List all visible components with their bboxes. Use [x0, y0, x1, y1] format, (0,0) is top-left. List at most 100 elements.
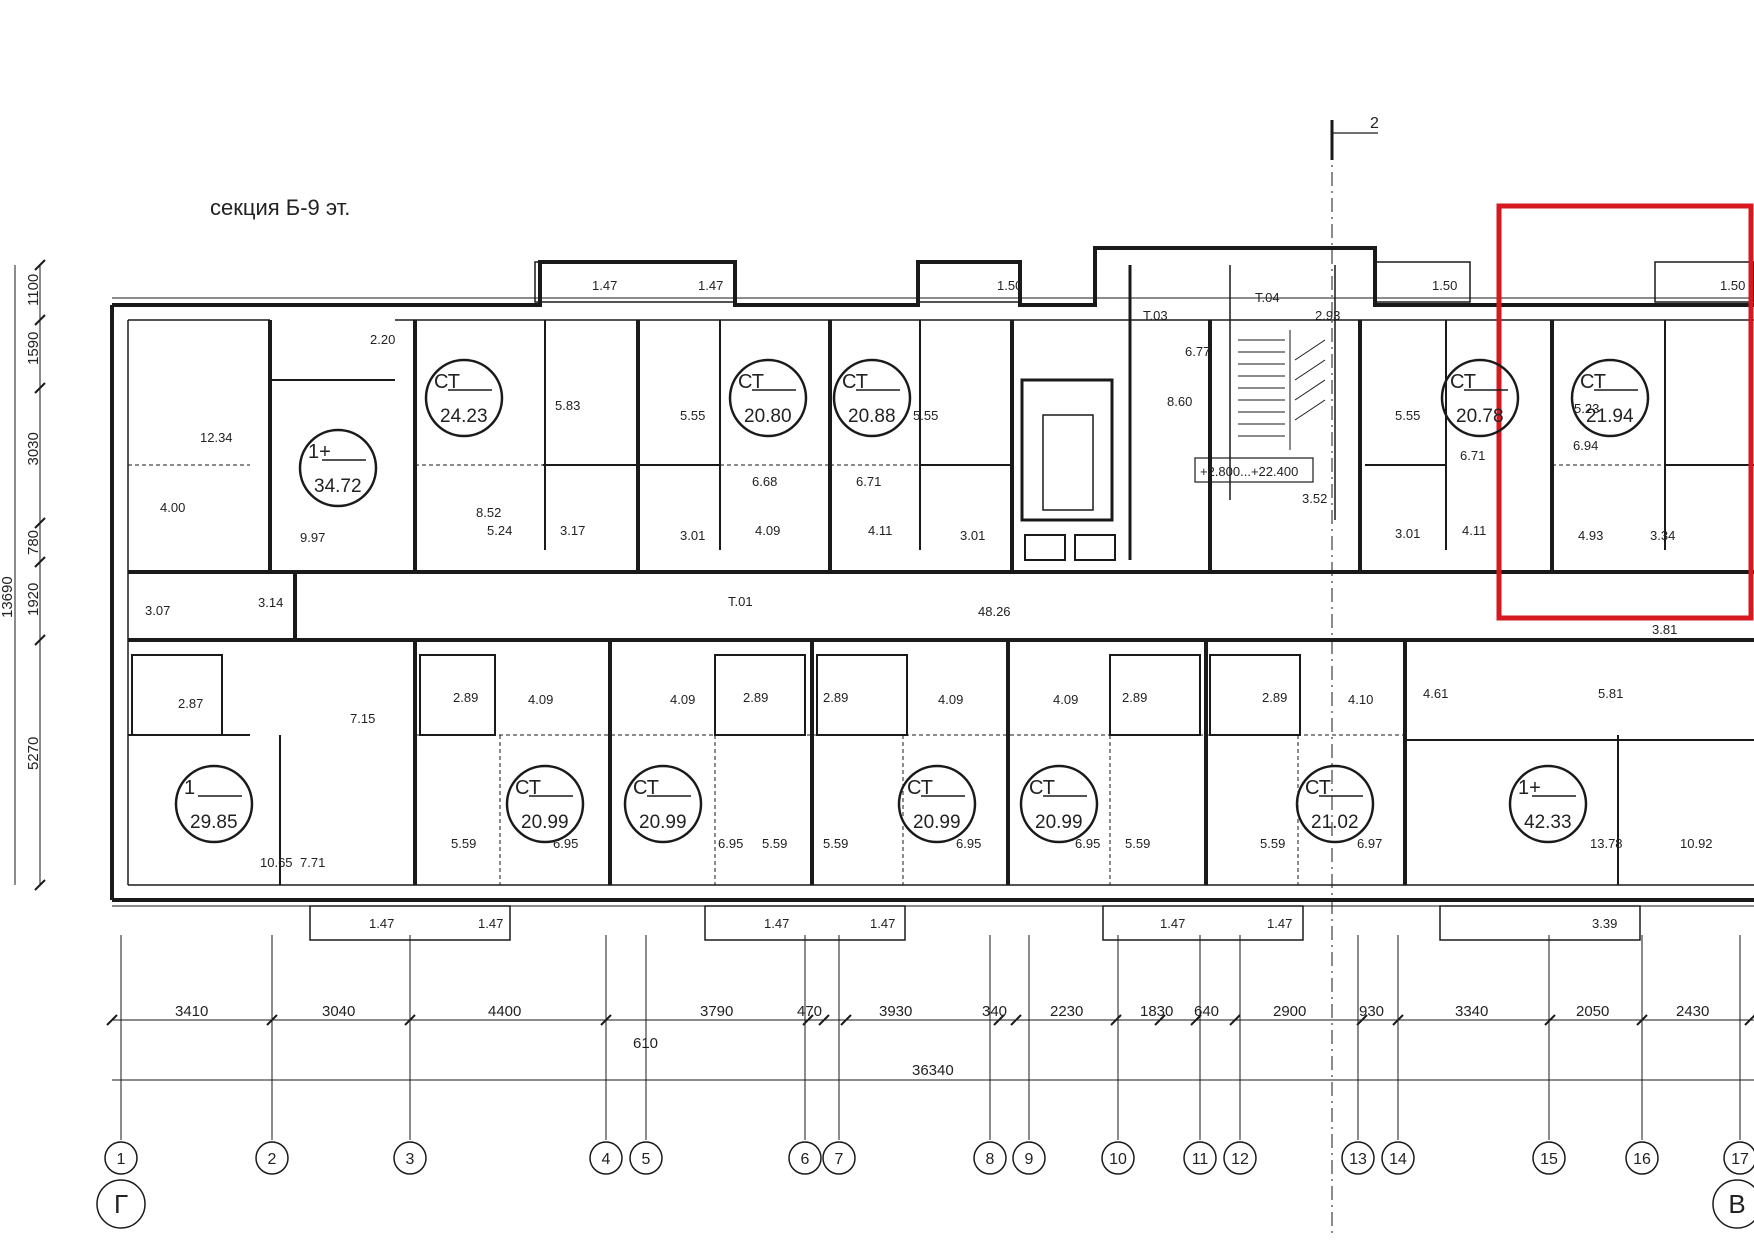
apartment-circle: [728, 358, 808, 438]
common-labels: Т.01 48.26 Т.03 6.77 8.60 Т.04 2.93 3.52…: [728, 290, 1340, 619]
axis-label: 13: [1349, 1151, 1367, 1168]
corridor-walls: [128, 570, 1754, 642]
apartment-circle: [505, 764, 585, 844]
apartment-area: 34.72: [314, 476, 362, 497]
axis-label: 2: [268, 1151, 277, 1168]
apartment-area: 20.99: [913, 812, 961, 833]
axis-marker: 3: [393, 935, 427, 1175]
room-area: 2.87: [178, 696, 203, 711]
bottom-dimension: 2430: [1676, 1003, 1709, 1020]
balcony-area: 1.47: [764, 916, 789, 931]
room-area: 4.09: [670, 692, 695, 707]
left-dimension: 1920: [25, 583, 42, 616]
stair-code: Т.04: [1255, 290, 1280, 305]
balcony-area: 1.47: [870, 916, 895, 931]
axis-marker: 5: [629, 935, 663, 1175]
bottom-dimension: 930: [1359, 1003, 1384, 1020]
room-area: 3.07: [145, 603, 170, 618]
axis-letter-marker: В: [1712, 1179, 1754, 1229]
axis-marker: 13: [1341, 935, 1375, 1175]
room-area: 5.23: [1574, 401, 1599, 416]
bottom-dimension: 2050: [1576, 1003, 1609, 1020]
room-area: 6.71: [1460, 448, 1485, 463]
room-area: 5.59: [1125, 836, 1150, 851]
total-dimension: 36340: [912, 1062, 954, 1079]
axis-marker: 17: [1723, 935, 1754, 1175]
apartment-a9: СТ 20.99: [623, 764, 703, 844]
bottom-dimension: 3790: [700, 1003, 733, 1020]
room-area: 6.94: [1573, 438, 1598, 453]
balcony-area: 1.47: [478, 916, 503, 931]
dimension-lines: [14, 259, 1754, 1081]
bottom-dimension: 3930: [879, 1003, 912, 1020]
axis-label: 6: [801, 1151, 810, 1168]
balcony-area: 1.47: [1267, 916, 1292, 931]
plan-title: секция Б-9 эт.: [210, 195, 350, 220]
balcony-area: 1.50: [1720, 278, 1745, 293]
axis-label: 14: [1389, 1151, 1407, 1168]
section-mark: 2: [1370, 115, 1379, 132]
exterior-walls: [110, 246, 1754, 907]
axis-label: 3: [406, 1151, 415, 1168]
apartment-area: 20.99: [1035, 812, 1083, 833]
room-area: 2.89: [743, 690, 768, 705]
balcony-area: 3.39: [1592, 916, 1617, 931]
axis-label: 16: [1633, 1151, 1651, 1168]
bottom-dimension: 2900: [1273, 1003, 1306, 1020]
left-dimension: 3030: [25, 432, 42, 465]
apartment-circle: [174, 764, 254, 844]
apartment-area: 42.33: [1524, 812, 1572, 833]
room-area: 3.81: [1652, 622, 1677, 637]
room-area: 5.24: [487, 523, 512, 538]
room-area: 3.01: [1395, 526, 1420, 541]
axis-label: 11: [1192, 1151, 1209, 1168]
left-dimension: 5270: [25, 737, 42, 770]
stair-area-2: 3.52: [1302, 491, 1327, 506]
axis-marker: 2: [255, 935, 289, 1175]
room-area: 2.89: [1122, 690, 1147, 705]
axis-label: 12: [1231, 1151, 1249, 1168]
apartment-area: 29.85: [190, 812, 238, 833]
room-area: 5.55: [680, 408, 705, 423]
apartment-circle: [1508, 764, 1588, 844]
room-area: 10.92: [1680, 836, 1713, 851]
room-area: 8.52: [476, 505, 501, 520]
room-area: 6.95: [553, 836, 578, 851]
axis-label: 1: [117, 1151, 126, 1168]
lift-stair-core: [1020, 265, 1336, 561]
apartment-type: СТ: [738, 371, 764, 393]
room-area: 4.61: [1423, 686, 1448, 701]
apartment-circle: [832, 358, 912, 438]
room-area: 2.89: [823, 690, 848, 705]
stair-levels: +2.800...+22.400: [1200, 464, 1298, 479]
room-area: 5.81: [1598, 686, 1623, 701]
lift-hall-code: Т.03: [1143, 308, 1168, 323]
room-area: 3.34: [1650, 528, 1675, 543]
room-area: 5.55: [1395, 408, 1420, 423]
balcony-area: 1.47: [1160, 916, 1185, 931]
bottom-dimension: 340: [982, 1003, 1007, 1020]
room-area: 4.11: [1462, 523, 1486, 538]
room-area: 2.20: [370, 332, 395, 347]
balconies: [309, 261, 1754, 941]
lift-hall-area: 6.77: [1185, 344, 1210, 359]
balcony-area: 1.50: [1432, 278, 1457, 293]
room-area: 4.00: [160, 500, 185, 515]
bottom-dimension: 2230: [1050, 1003, 1083, 1020]
room-area: 3.01: [960, 528, 985, 543]
left-dimension: 1590: [25, 332, 42, 365]
room-area: 7.71: [300, 855, 325, 870]
axis-label: 17: [1731, 1151, 1749, 1168]
room-area: 5.55: [913, 408, 938, 423]
room-area: 13.78: [1590, 836, 1623, 851]
apartment-circle: [623, 764, 703, 844]
apartment-type: СТ: [633, 777, 659, 799]
room-area: 5.59: [1260, 836, 1285, 851]
axis-marker: 1: [104, 935, 138, 1175]
apartment-area: 20.99: [639, 812, 687, 833]
lift-hall-area-2: 8.60: [1167, 394, 1192, 409]
room-area: 6.97: [1357, 836, 1382, 851]
room-area: 2.89: [1262, 690, 1287, 705]
